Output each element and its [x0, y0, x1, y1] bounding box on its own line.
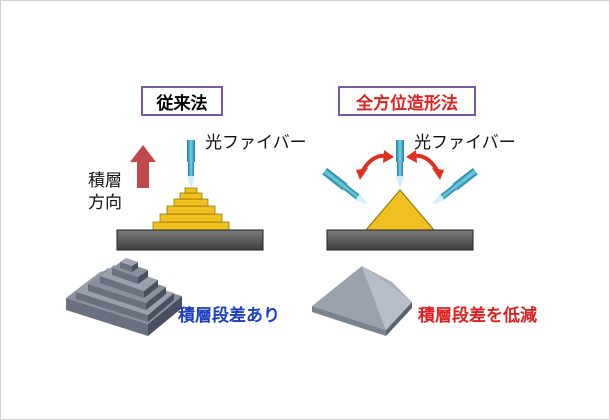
- method-label-conventional: 従来法: [141, 86, 223, 116]
- right-result-label: 積層段差を低減: [418, 306, 537, 326]
- right-smooth-pyramid: [312, 266, 412, 336]
- left-stepped-build: [152, 187, 230, 231]
- left-fiber-icon: [187, 140, 195, 188]
- right-right-fiber-icon: [432, 167, 478, 205]
- method-label-omnidirectional: 全方位造形法: [338, 86, 476, 116]
- right-fiber-label: 光ファイバー: [414, 133, 516, 153]
- stacking-direction-arrow-icon: [130, 145, 156, 188]
- right-smooth-build: [364, 189, 436, 231]
- stacking-direction-label-line1: 積層: [88, 171, 122, 191]
- method-label-omnidirectional-text: 全方位造形法: [356, 93, 458, 114]
- right-left-fiber-icon: [322, 167, 368, 205]
- right-stage: [326, 229, 474, 251]
- left-stepped-pyramid: [66, 258, 182, 336]
- left-result-label: 積層段差あり: [178, 306, 280, 326]
- stacking-direction-label-line2: 方向: [88, 193, 122, 213]
- method-label-conventional-text: 従来法: [156, 93, 208, 114]
- left-fiber-label: 光ファイバー: [205, 133, 307, 153]
- rotate-left-arrow-icon: [356, 150, 394, 180]
- right-center-fiber-icon: [396, 140, 404, 188]
- rotate-right-arrow-icon: [406, 150, 444, 180]
- left-stage: [116, 229, 264, 251]
